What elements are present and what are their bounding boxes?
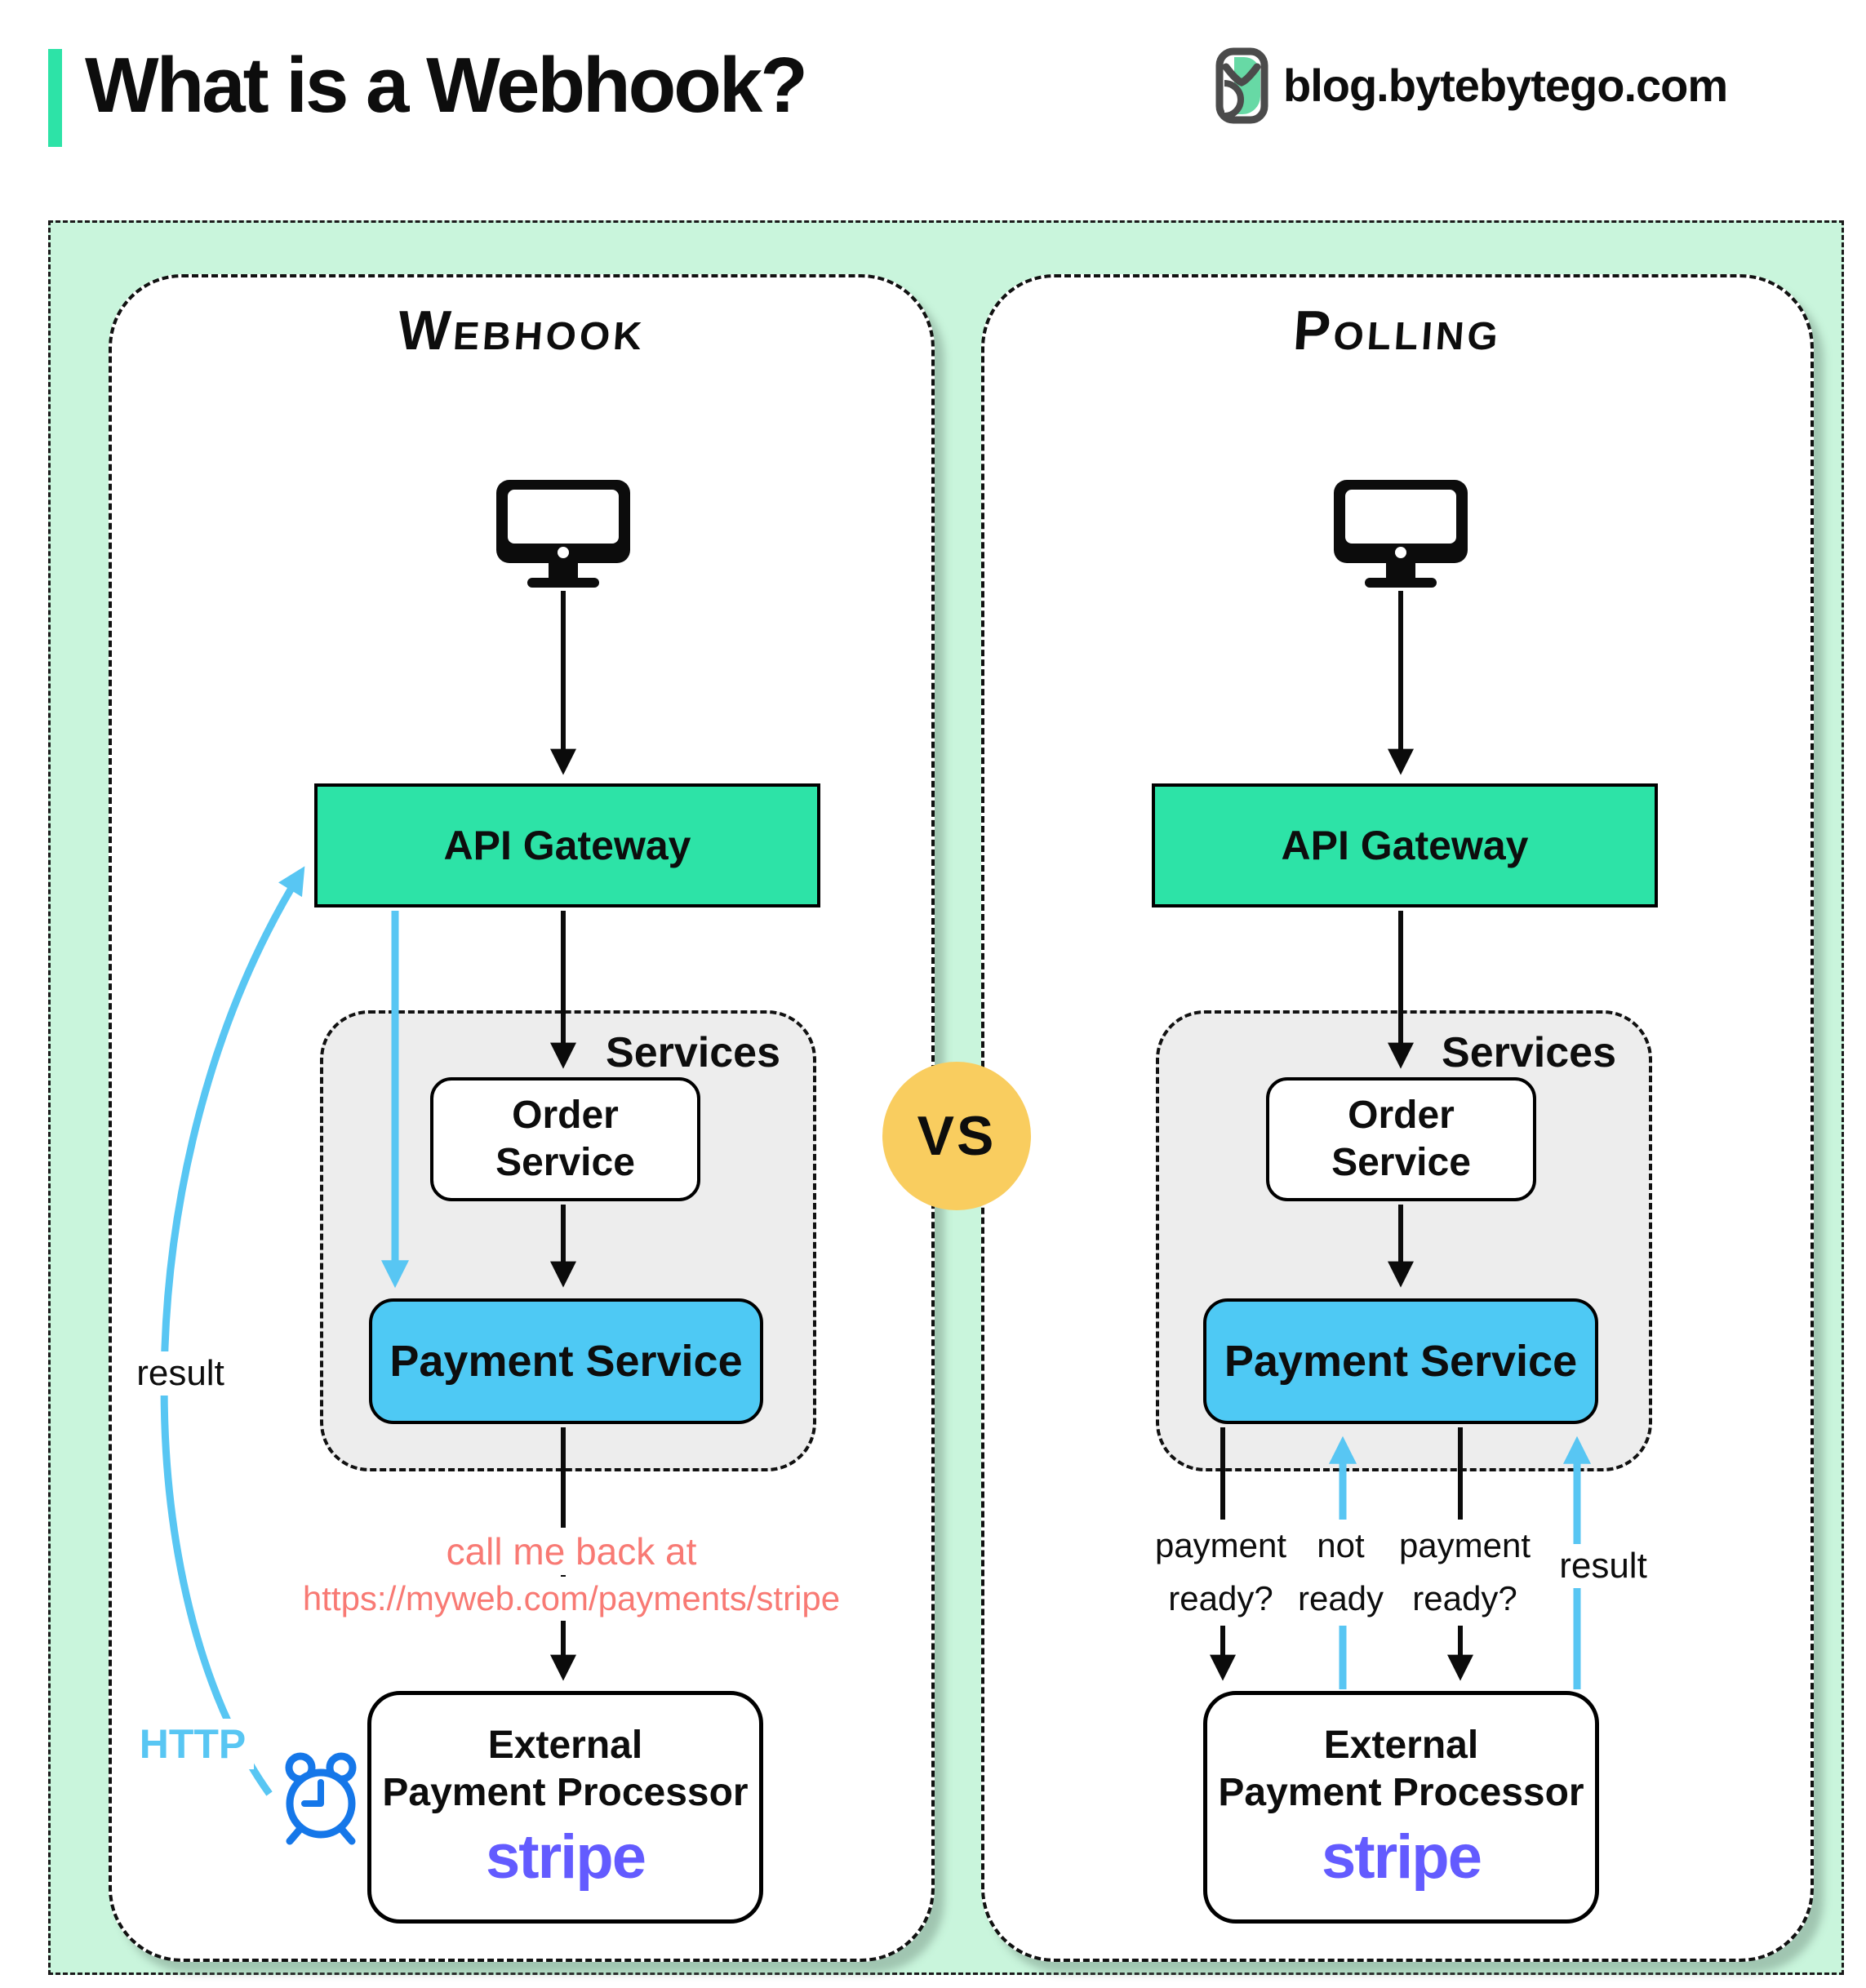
services-group-label: Services: [606, 1029, 780, 1076]
callback-url: https://myweb.com/payments/stripe: [294, 1577, 849, 1621]
stripe-logo: stripe: [486, 1822, 646, 1892]
site-url: blog.bytebytego.com: [1283, 60, 1728, 111]
vs-badge: VS: [882, 1062, 1031, 1210]
stripe-logo: stripe: [1322, 1822, 1482, 1892]
processor-label-line1: External: [487, 1724, 643, 1768]
title-accent-bar: [48, 49, 62, 147]
bytebytego-logo-icon: [1215, 47, 1268, 124]
api-gateway-node: API Gateway: [1152, 783, 1658, 907]
payment-service-node: Payment Service: [369, 1298, 763, 1424]
vs-text: VS: [917, 1105, 997, 1167]
alarm-clock-icon: [278, 1751, 364, 1848]
api-gateway-node: API Gateway: [314, 783, 820, 907]
result-label: result: [1538, 1544, 1668, 1588]
webhook-panel-title: Webhook: [395, 300, 648, 362]
external-payment-processor-node: External Payment Processor stripe: [367, 1691, 763, 1924]
order-service-node: Order Service: [430, 1077, 700, 1201]
callback-annotation: call me back at https://myweb.com/paymen…: [278, 1528, 865, 1621]
processor-label-line1: External: [1323, 1724, 1479, 1768]
http-label: HTTP: [127, 1719, 258, 1769]
client-computer-icon: [495, 478, 632, 588]
payment-service-node: Payment Service: [1203, 1298, 1598, 1424]
polling-panel-title: Polling: [1291, 300, 1504, 362]
client-computer-icon: [1332, 478, 1469, 588]
payment-ready-label-2: payment ready?: [1385, 1520, 1544, 1626]
order-service-node: Order Service: [1266, 1077, 1536, 1201]
processor-label-line2: Payment Processor: [382, 1771, 749, 1814]
callback-line1: call me back at: [438, 1528, 705, 1576]
page-title: What is a Webhook?: [85, 42, 808, 129]
processor-label-line2: Payment Processor: [1218, 1771, 1584, 1814]
external-payment-processor-node: External Payment Processor stripe: [1203, 1691, 1599, 1924]
result-label: result: [111, 1351, 250, 1396]
services-group-label: Services: [1442, 1029, 1616, 1076]
